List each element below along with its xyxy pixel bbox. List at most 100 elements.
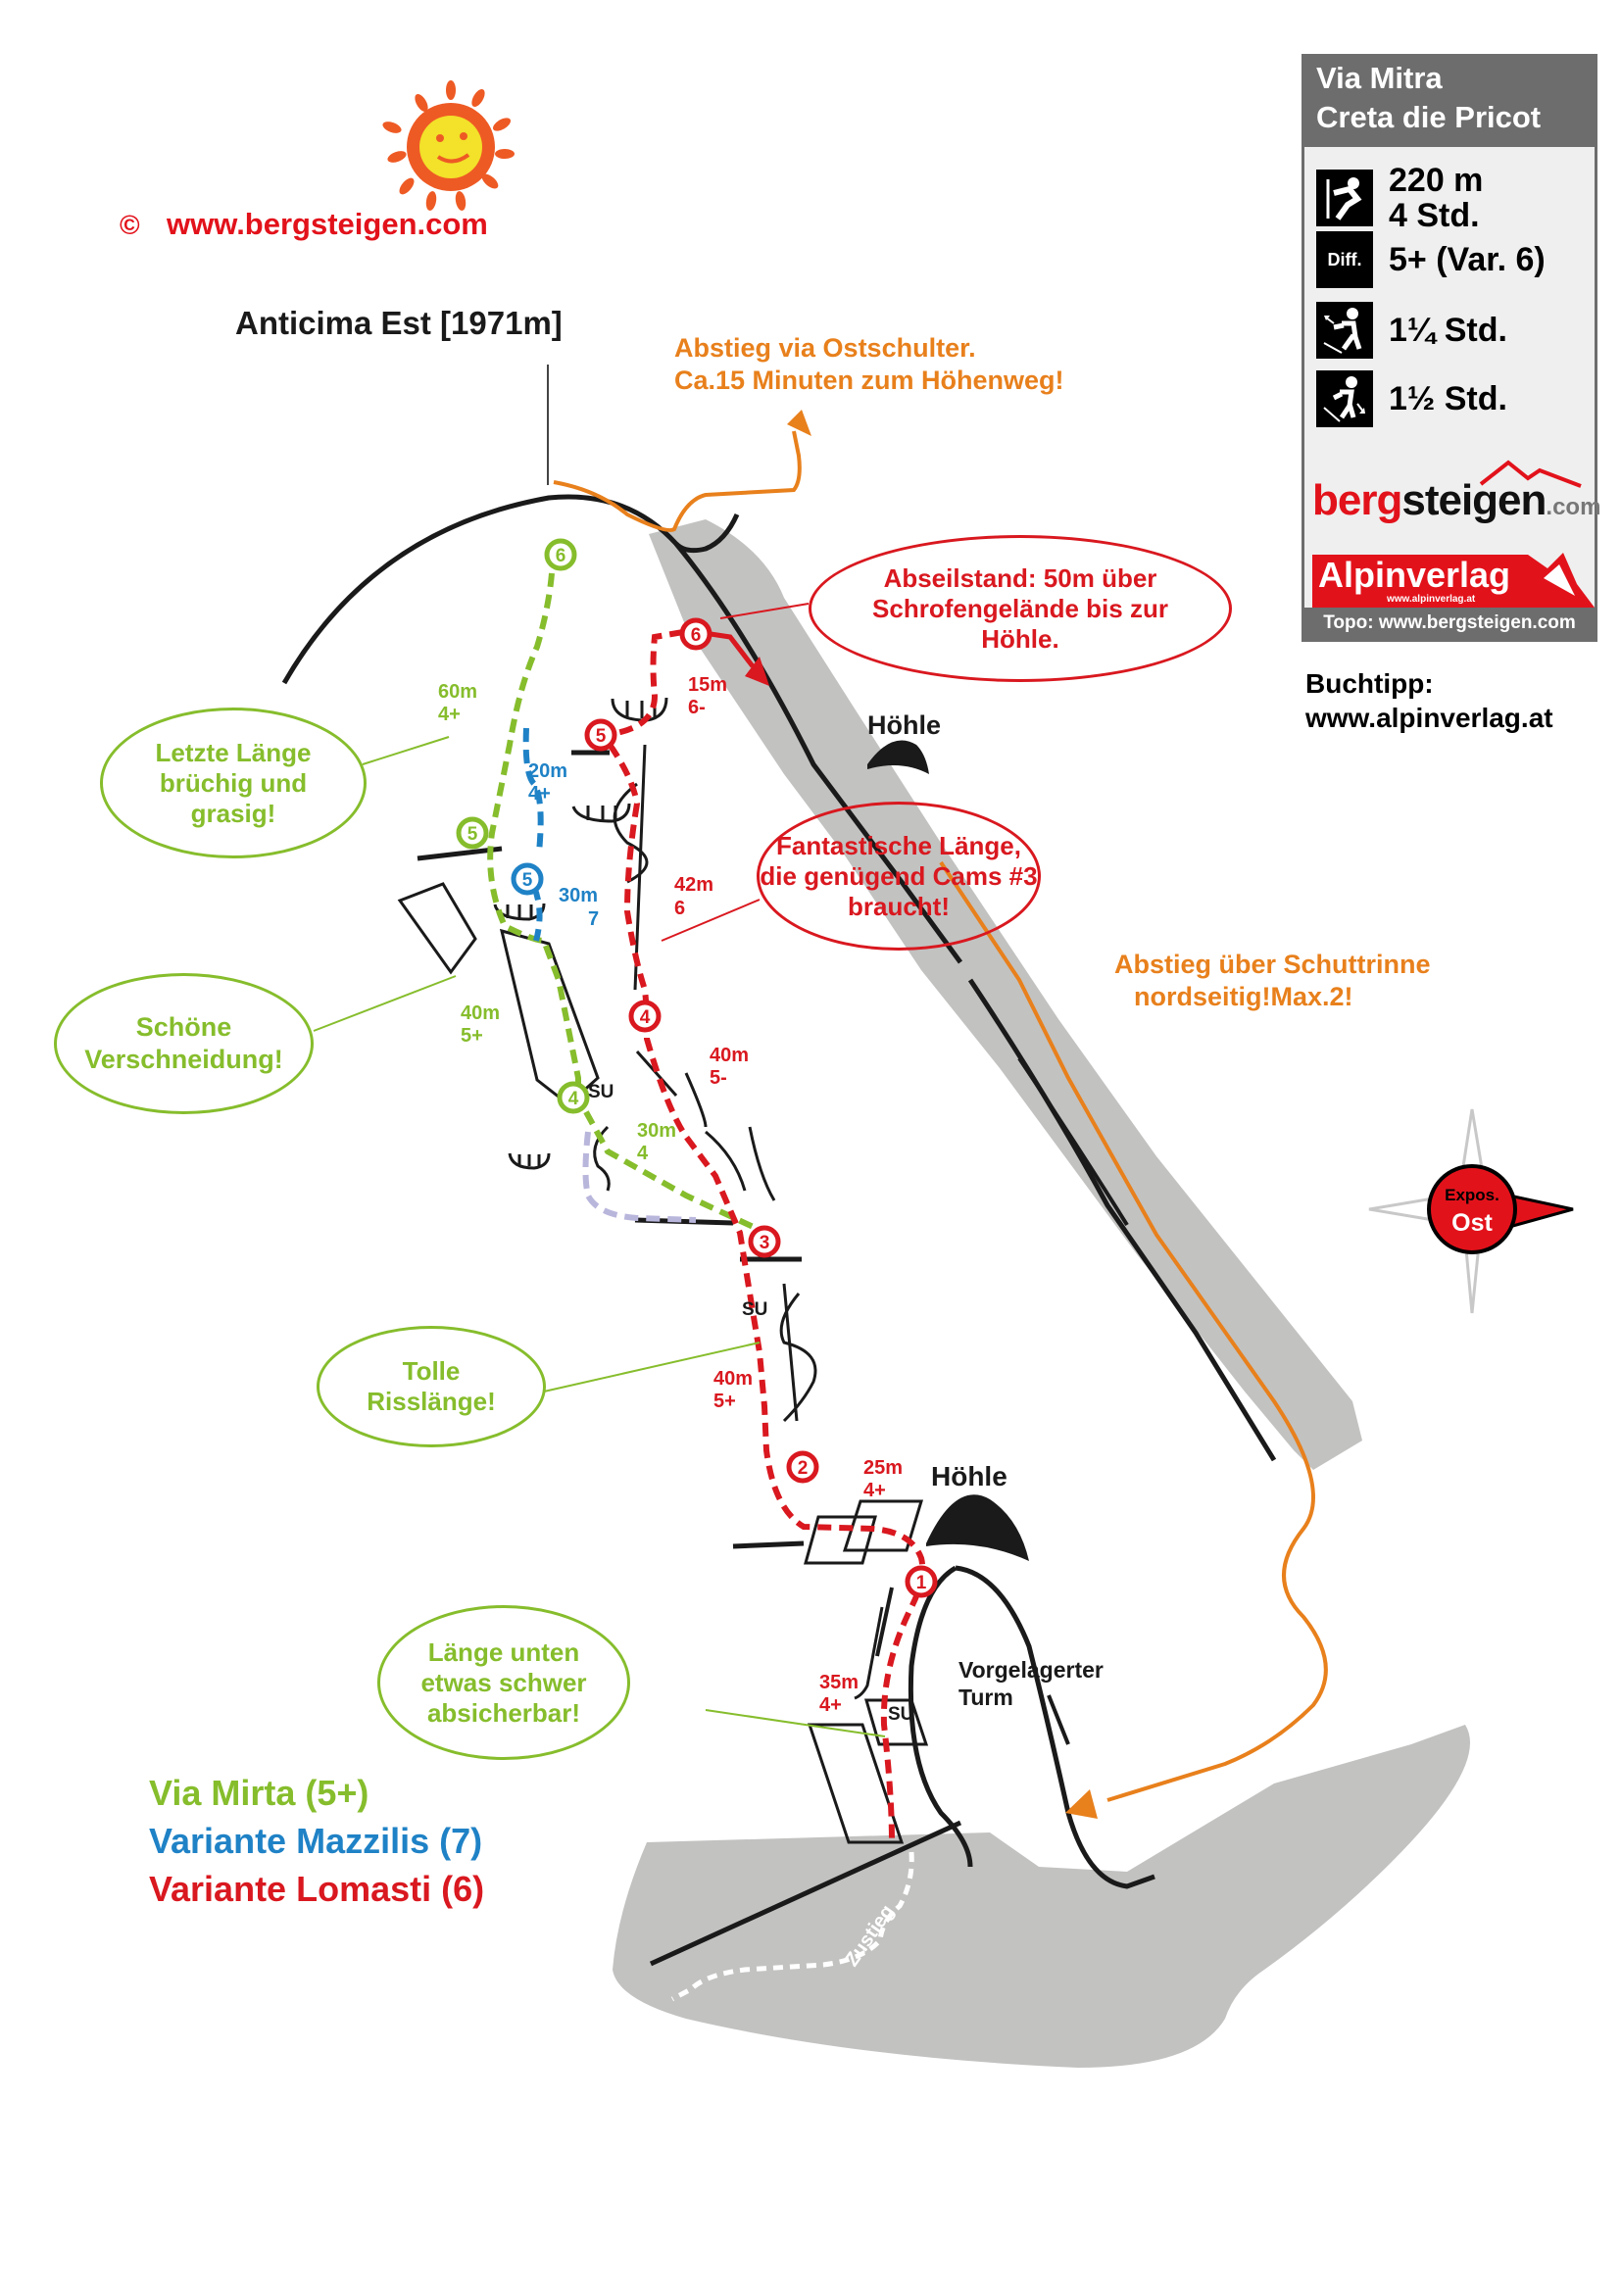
note-line: brüchig und [159, 767, 308, 798]
summit-label: Anticima Est [1971m] [235, 305, 563, 341]
roof-icon [611, 697, 668, 722]
abseil-arrow-head [745, 657, 769, 686]
note-line: braucht! [848, 891, 950, 921]
note-line: grasig! [190, 798, 276, 828]
note-line: etwas schwer [420, 1667, 587, 1697]
pitch-length: 40m [461, 1002, 500, 1024]
block [804, 1515, 877, 1565]
crack [613, 744, 649, 991]
descent-gully-line1: Abstieg über Schuttrinne [1114, 950, 1431, 979]
copyright-symbol: © [120, 210, 140, 240]
descent-row: 1½ Std. [1316, 370, 1507, 427]
note-line: Länge unten [427, 1637, 580, 1667]
note-connector [543, 1342, 761, 1392]
pitch-grade: 4 [637, 1143, 649, 1164]
route-lomasti [597, 629, 926, 1843]
descent-top-path [553, 430, 802, 532]
descent-gully [649, 519, 1362, 1470]
cave-lower-icon [926, 1494, 1029, 1561]
pitch-length: 40m [713, 1368, 753, 1390]
tower-crack [1047, 1694, 1070, 1745]
alternate-path [582, 1131, 697, 1223]
pitch-grade: 5+ [461, 1025, 483, 1047]
belay-station-lomasti [748, 1225, 781, 1258]
belay-station-mazzilis [511, 862, 544, 896]
tower-crack-2 [875, 1587, 894, 1657]
legend-variante-mazzilis: Variante Mazzilis (7) [149, 1821, 482, 1861]
pitch-grade: 4+ [438, 704, 461, 725]
pitch-length: 40m [710, 1045, 749, 1066]
su-label: SU [888, 1704, 913, 1725]
belay-station-lomasti [905, 1565, 938, 1598]
note-connector [719, 603, 810, 619]
roof-icon [571, 803, 631, 823]
note-line: Höhle. [981, 623, 1059, 654]
descent-time: 1½ Std. [1389, 380, 1507, 417]
gully-left-edge-2 [1017, 1056, 1129, 1227]
logo-suffix: .com [1546, 494, 1601, 520]
belay-station-mirta [456, 816, 489, 850]
approach-row: 1¼ Std. [1316, 302, 1507, 359]
belay-number: 1 [916, 1573, 927, 1593]
book-tip-url[interactable]: www.alpinverlag.at [1305, 703, 1553, 733]
book-tip-label: Buchtipp: [1305, 668, 1434, 699]
logo-black-part: steigen [1401, 476, 1547, 524]
compass-label-expos: Expos. [1445, 1186, 1499, 1204]
descent-top-line1: Abstieg via Ostschulter. [674, 333, 976, 363]
belay-number: 4 [568, 1089, 579, 1109]
belay-number: 5 [522, 870, 533, 891]
climb-time: 4 Std. [1389, 197, 1480, 234]
belay-station-lomasti [786, 1450, 819, 1484]
belay-number: 5 [467, 824, 478, 845]
pitch-grade: 4+ [863, 1480, 886, 1501]
compass-label-ost: Ost [1451, 1209, 1493, 1237]
note-line: Verschneidung! [84, 1045, 283, 1074]
mountain-icon [1479, 460, 1582, 488]
difficulty-icon-label: Diff. [1327, 249, 1362, 269]
route-title: Via Mitra [1316, 61, 1443, 95]
pitch-length: 15m [688, 674, 727, 696]
alpinverlag-logo: Alpinverlag www.alpinverlag.at [1312, 549, 1595, 610]
pitch-length: 60m [438, 681, 477, 703]
pitch-grade: 6- [688, 697, 706, 718]
cave-upper-label: Höhle [867, 710, 941, 740]
pitch-grade: 6 [674, 898, 685, 919]
note-line: Schrofengelände bis zur [872, 593, 1168, 623]
hiker-uphill-icon [1316, 302, 1373, 359]
belay-number: 3 [760, 1233, 770, 1253]
note-line: Tolle [402, 1356, 461, 1386]
crack [705, 1126, 776, 1201]
pitch-grade: 7 [588, 908, 599, 930]
note-line: Risslänge! [367, 1387, 496, 1416]
abseil-arrow [710, 631, 755, 668]
note-line: die genügend Cams #3 [760, 860, 1038, 891]
belay-station-lomasti [584, 718, 617, 752]
pitch-length: 20m [528, 760, 567, 782]
belay-station-lomasti [628, 1000, 662, 1033]
compass-icon [1368, 1108, 1574, 1314]
logo-red-part: berg [1312, 476, 1402, 524]
site-url: www.bergsteigen.com [166, 207, 488, 241]
sun-logo-icon [382, 80, 515, 211]
pitch-length: 30m [559, 885, 598, 906]
crack [854, 1606, 884, 1700]
climber-icon [1316, 170, 1373, 226]
ridge-right-edge [674, 542, 963, 964]
su-label: SU [588, 1082, 614, 1102]
block [807, 1723, 905, 1844]
descent-gully-path [939, 860, 1328, 1802]
roof-icon [508, 1152, 551, 1170]
cave-lower-label: Höhle [931, 1461, 1007, 1491]
belay-station-lomasti [679, 617, 712, 651]
route-subtitle: Creta die Pricot [1316, 100, 1542, 134]
descent-top-line2: Ca.15 Minuten zum Höhenweg! [674, 366, 1064, 395]
belay-number: 5 [596, 726, 607, 747]
climb-length: 220 m [1389, 162, 1484, 199]
block [397, 882, 477, 975]
cave-upper-icon [867, 740, 929, 774]
